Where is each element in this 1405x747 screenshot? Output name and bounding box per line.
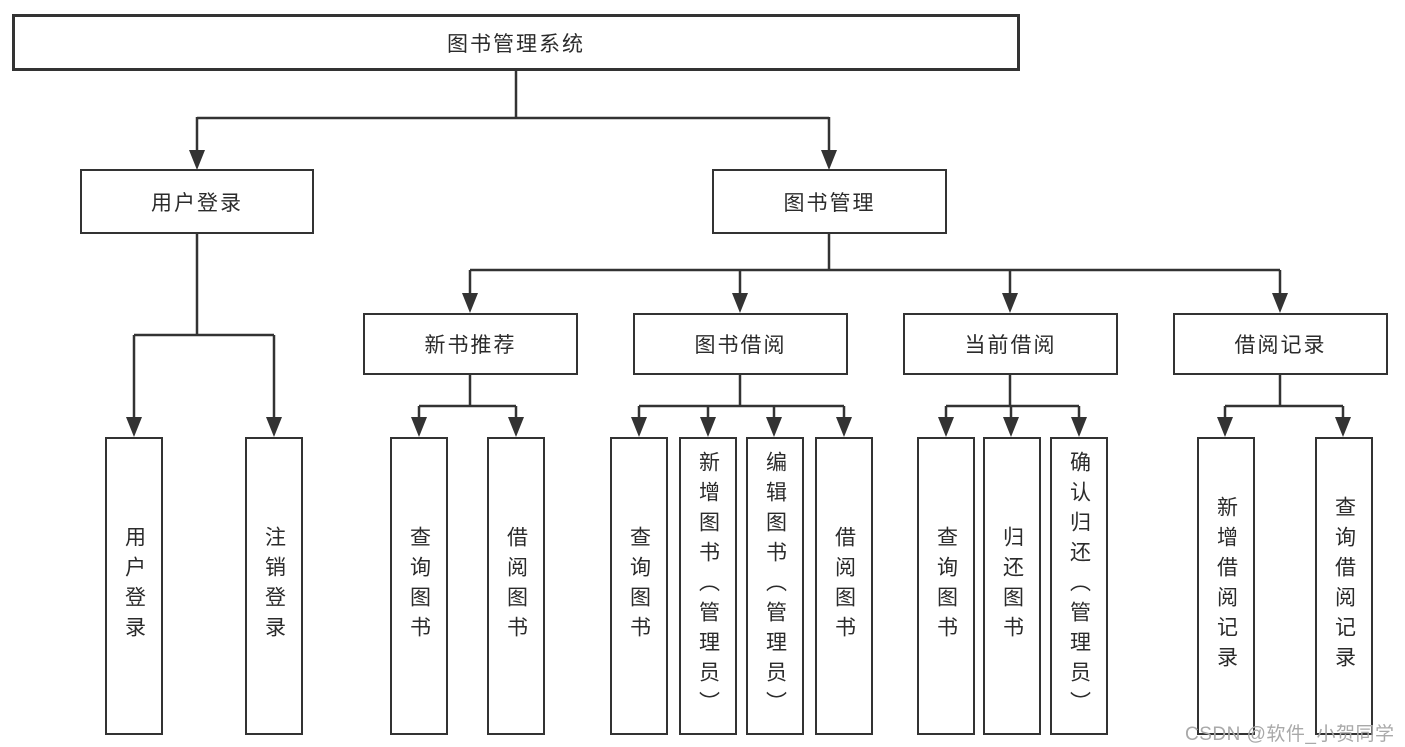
- connector-line: [132, 234, 276, 419]
- connector-book-borrow-children: [631, 375, 852, 437]
- leaf-confirm-return-admin: 确认归还（管理员）: [1050, 437, 1108, 735]
- leaf-add-book-admin: 新增图书（管理员）: [679, 437, 737, 735]
- leaf-add-borrow-record: 新增借阅记录: [1197, 437, 1255, 735]
- arrow-head: [266, 417, 282, 437]
- arrow-head: [1071, 417, 1087, 437]
- arrow-head: [1002, 293, 1018, 313]
- arrow-head: [1335, 417, 1351, 437]
- connector-line: [1223, 375, 1345, 419]
- node-system-root: 图书管理系统: [12, 14, 1020, 71]
- connector-current-borrow-children: [938, 375, 1087, 437]
- leaf-borrow-books-borrowing: 借阅图书: [815, 437, 873, 735]
- node-new-book-recommend: 新书推荐: [363, 313, 578, 375]
- node-user-login: 用户登录: [80, 169, 314, 234]
- leaf-borrow-books-recommend: 借阅图书: [487, 437, 545, 735]
- arrow-head: [126, 417, 142, 437]
- leaf-return-book: 归还图书: [983, 437, 1041, 735]
- arrow-head: [836, 417, 852, 437]
- connector-line: [195, 71, 831, 152]
- arrow-head: [700, 417, 716, 437]
- arrow-head: [411, 417, 427, 437]
- arrow-head: [821, 150, 837, 170]
- leaf-query-borrow-record: 查询借阅记录: [1315, 437, 1373, 735]
- leaf-edit-book-admin: 编辑图书（管理员）: [746, 437, 804, 735]
- arrow-head: [1003, 417, 1019, 437]
- arrow-head: [189, 150, 205, 170]
- arrow-head: [1217, 417, 1233, 437]
- arrow-head: [508, 417, 524, 437]
- leaf-user-login: 用户登录: [105, 437, 163, 735]
- connector-line: [468, 234, 1282, 295]
- connector-line: [637, 375, 846, 419]
- arrow-head: [462, 293, 478, 313]
- connector-line: [417, 375, 518, 419]
- leaf-query-books-current: 查询图书: [917, 437, 975, 735]
- arrow-head: [631, 417, 647, 437]
- arrow-head: [938, 417, 954, 437]
- connector-line: [944, 375, 1081, 419]
- connector-new-book-children: [411, 375, 524, 437]
- leaf-query-books-borrowing: 查询图书: [610, 437, 668, 735]
- leaf-logout-login: 注销登录: [245, 437, 303, 735]
- node-current-borrowing: 当前借阅: [903, 313, 1118, 375]
- connector-user-login-children: [126, 234, 282, 437]
- arrow-head: [766, 417, 782, 437]
- node-book-management: 图书管理: [712, 169, 947, 234]
- csdn-watermark: CSDN @软件_小贺同学: [1185, 724, 1395, 745]
- leaf-query-books-recommend: 查询图书: [390, 437, 448, 735]
- arrow-head: [732, 293, 748, 313]
- node-book-borrowing: 图书借阅: [633, 313, 848, 375]
- connector-book-mgmt-children: [462, 234, 1288, 313]
- connector-borrow-record-children: [1217, 375, 1351, 437]
- connector-root-to-level2: [189, 71, 837, 170]
- node-borrowing-records: 借阅记录: [1173, 313, 1388, 375]
- arrow-head: [1272, 293, 1288, 313]
